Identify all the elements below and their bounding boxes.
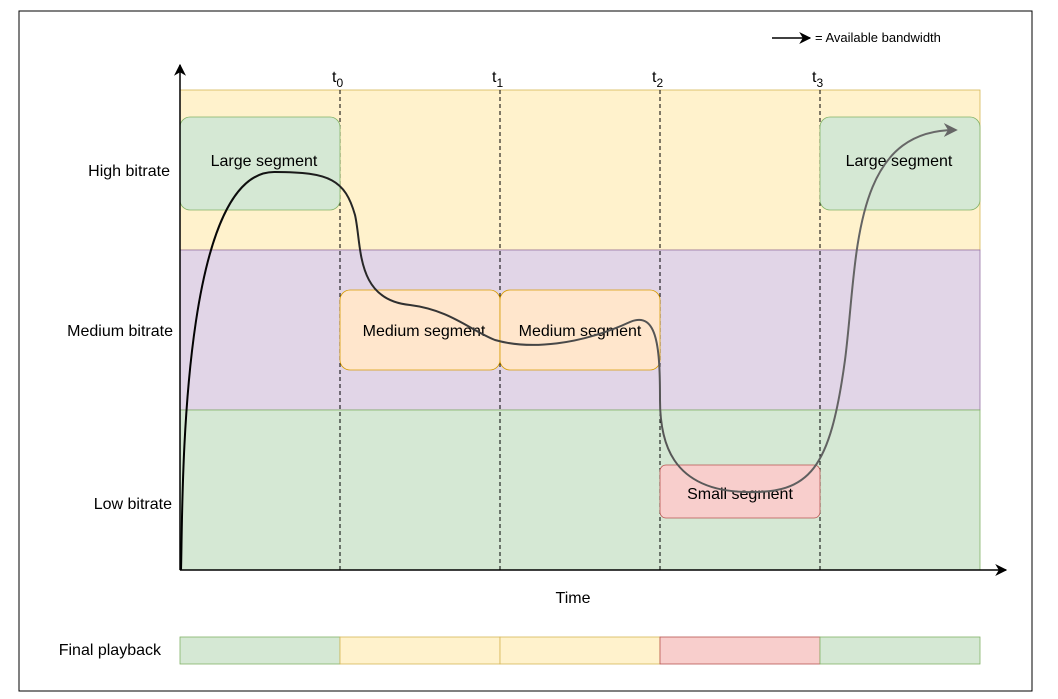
band-label-low: Low bitrate [94,496,172,513]
playback-cell [499,636,661,665]
segment-large-2: Large segment [819,116,981,211]
segment-box [819,116,981,211]
segment-label: Small segment [687,486,793,503]
segment-label: Large segment [211,153,318,170]
band-label-high: High bitrate [88,163,170,180]
playback-cell [659,636,821,665]
x-axis-label: Time [556,590,591,607]
playback-cell [819,636,981,665]
time-marker-t3: t3 [812,69,823,90]
playback-cell [339,636,501,665]
band-low-bitrate [179,409,981,571]
segment-label: Medium segment [363,323,486,340]
segment-box [499,289,661,371]
segment-medium-2: Medium segment [499,289,661,371]
time-marker-t2: t2 [652,69,663,90]
segment-medium-1: Medium segment [339,289,501,371]
legend-text: = Available bandwidth [815,30,941,45]
segment-label: Large segment [846,153,953,170]
bandwidth-curve [180,123,958,571]
band-label-medium: Medium bitrate [67,323,173,340]
segment-label: Medium segment [519,323,642,340]
playback-label: Final playback [59,642,162,659]
time-marker-t1: t1 [492,69,503,90]
playback-cell [179,636,341,665]
playback-bar [179,636,981,665]
segment-large-1: Large segment [179,116,341,211]
legend: = Available bandwidth [772,30,941,45]
time-marker-t0: t0 [332,69,343,90]
diagram-frame [18,10,1033,692]
